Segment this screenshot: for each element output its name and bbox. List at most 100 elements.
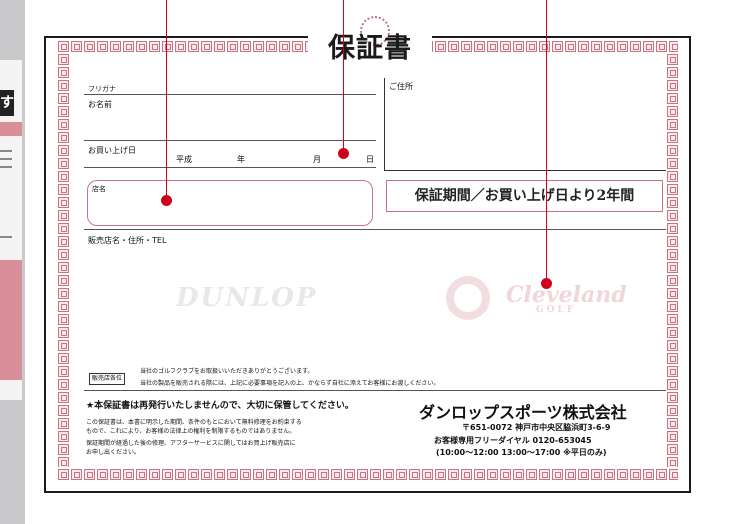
- border-ornament-cell: [474, 41, 485, 52]
- border-ornament-cell: [667, 327, 678, 338]
- border-ornament-cell: [58, 236, 69, 247]
- purchase-date-rule: [84, 167, 376, 168]
- border-ornament-cell: [253, 469, 264, 480]
- border-ornament-cell: [58, 106, 69, 117]
- border-ornament-cell: [667, 301, 678, 312]
- border-ornament-cell: [58, 327, 69, 338]
- border-ornament-cell: [331, 469, 342, 480]
- border-ornament-cell: [617, 469, 628, 480]
- month-unit: 月: [313, 155, 321, 164]
- callout-dot-date: [338, 148, 349, 159]
- border-ornament-cell: [58, 67, 69, 78]
- stamp-rule: [84, 390, 666, 391]
- company-freedial: お客様専用フリーダイヤル 0120-653045: [434, 436, 592, 445]
- purchase-date-label: お買い上げ日: [88, 146, 136, 155]
- border-ornament-cell: [305, 469, 316, 480]
- border-ornament-cell: [58, 379, 69, 390]
- border-ornament-cell: [58, 275, 69, 286]
- border-ornament-cell: [58, 444, 69, 455]
- border-ornament-cell: [292, 469, 303, 480]
- border-ornament-cell: [667, 249, 678, 260]
- border-ornament-cell: [175, 469, 186, 480]
- border-ornament-cell: [97, 469, 108, 480]
- border-ornament-cell: [58, 145, 69, 156]
- border-ornament-cell: [667, 418, 678, 429]
- border-ornament-cell: [357, 469, 368, 480]
- shop-info-label: 販売店名・住所・TEL: [88, 236, 167, 245]
- border-ornament-cell: [667, 314, 678, 325]
- year-unit: 年: [237, 155, 245, 164]
- shop-seal-box: [87, 180, 373, 226]
- border-ornament-cell: [58, 54, 69, 65]
- border-ornament-cell: [344, 469, 355, 480]
- border-ornament-cell: [669, 41, 678, 52]
- border-ornament-cell: [136, 41, 147, 52]
- border-ornament-cell: [604, 41, 615, 52]
- border-ornament-cell: [565, 469, 576, 480]
- background-pink-block: [0, 122, 22, 136]
- cleveland-logo-sub: GOLF: [536, 305, 577, 315]
- border-ornament-cell: [58, 197, 69, 208]
- border-ornament-cell: [149, 469, 160, 480]
- border-ornament-cell: [123, 41, 134, 52]
- border-ornament-cell: [58, 132, 69, 143]
- border-ornament-cell: [552, 41, 563, 52]
- border-ornament-cell: [500, 469, 511, 480]
- border-ornament-cell: [58, 80, 69, 91]
- notice-line-2: もので、これにより、お客様の法律上の権利を制限するものではありません。: [86, 428, 296, 435]
- border-ornament-cell: [669, 469, 678, 480]
- stamp-label: 販売店各位: [89, 373, 126, 385]
- border-ornament-cell: [667, 184, 678, 195]
- border-ornament-cell: [667, 223, 678, 234]
- border-ornament-cell: [71, 469, 82, 480]
- furigana-label: フリガナ: [88, 85, 116, 93]
- border-ornament-cell: [667, 275, 678, 286]
- border-ornament-cell: [539, 41, 550, 52]
- company-hours: (10:00～12:00 13:00～17:00 ※平日のみ): [436, 448, 607, 457]
- border-ornament-cell: [58, 366, 69, 377]
- border-ornament-cell: [552, 469, 563, 480]
- name-label: お名前: [88, 100, 112, 109]
- dunlop-logo: DUNLOP: [176, 283, 318, 313]
- border-ornament-cell: [667, 132, 678, 143]
- border-ornament-cell: [565, 41, 576, 52]
- border-ornament-cell: [667, 145, 678, 156]
- border-ornament-cell: [422, 469, 433, 480]
- border-ornament-cell: [667, 457, 678, 467]
- border-ornament-cell: [58, 469, 69, 480]
- callout-dot-seal: [161, 195, 172, 206]
- border-ornament-cell: [667, 444, 678, 455]
- border-ornament-cell: [667, 197, 678, 208]
- border-ornament-cell: [461, 469, 472, 480]
- border-ornament-cell: [539, 469, 550, 480]
- border-ornament-cell: [526, 41, 537, 52]
- border-ornament-cell: [58, 314, 69, 325]
- border-ornament-cell: [201, 469, 212, 480]
- border-ornament-cell: [58, 184, 69, 195]
- border-ornament-cell: [58, 210, 69, 221]
- border-ornament-cell: [667, 119, 678, 130]
- stamp-label-text: 販売店各位: [92, 375, 123, 382]
- border-ornament-cell: [71, 41, 82, 52]
- border-ornament-cell: [266, 41, 277, 52]
- border-ornament-cell: [214, 469, 225, 480]
- rosette-ornament: [360, 16, 390, 46]
- border-right: [667, 54, 678, 467]
- border-ornament-cell: [474, 469, 485, 480]
- border-ornament-cell: [123, 469, 134, 480]
- notice-line-3: 保証期間が経過した後の修理、アフターサービスに関してはお買上げ販売店に: [86, 440, 296, 447]
- border-ornament-cell: [667, 262, 678, 273]
- title-block: 保証書: [308, 16, 432, 64]
- border-ornament-cell: [667, 80, 678, 91]
- background-text-line: [0, 236, 12, 238]
- border-ornament-cell: [175, 41, 186, 52]
- border-ornament-cell: [58, 405, 69, 416]
- border-ornament-cell: [279, 469, 290, 480]
- certificate-frame: [44, 36, 691, 493]
- border-ornament-cell: [667, 431, 678, 442]
- border-ornament-cell: [667, 158, 678, 169]
- border-ornament-cell: [227, 41, 238, 52]
- border-ornament-cell: [667, 340, 678, 351]
- border-ornament-cell: [461, 41, 472, 52]
- callout-line-date: [343, 0, 344, 148]
